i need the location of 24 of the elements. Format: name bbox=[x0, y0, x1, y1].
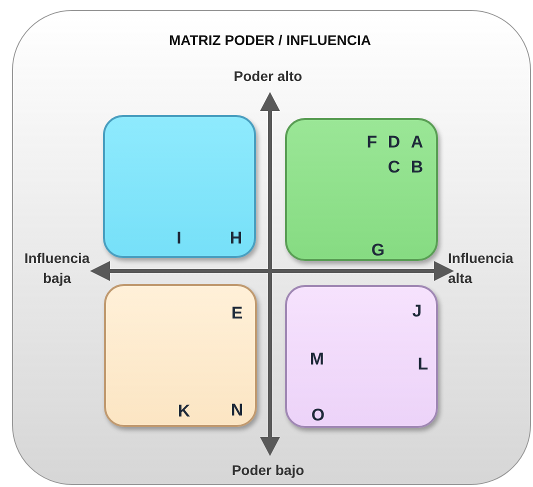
stakeholder-letter: J bbox=[412, 302, 422, 320]
stakeholder-letter: D bbox=[388, 134, 400, 150]
quadrant-box bbox=[104, 284, 257, 427]
stakeholder-letter: H bbox=[230, 230, 242, 246]
stakeholder-letter: F bbox=[366, 134, 378, 150]
axis-label: Influencia baja bbox=[23, 249, 91, 288]
stakeholder-letter: C bbox=[388, 158, 400, 176]
stakeholder-letter: N bbox=[230, 402, 244, 418]
stakeholder-letter: G bbox=[371, 242, 385, 258]
quadrant-box bbox=[285, 285, 438, 428]
quadrant-box bbox=[103, 115, 256, 258]
stakeholder-letter: L bbox=[418, 356, 428, 372]
title: MATRIZ PODER / INFLUENCIA bbox=[168, 31, 372, 50]
stakeholder-letter: A bbox=[410, 134, 424, 150]
stakeholder-letter: M bbox=[310, 350, 324, 368]
axis-label: Poder bajo bbox=[230, 461, 306, 480]
stakeholder-letter: I bbox=[176, 230, 182, 246]
stakeholder-letter: O bbox=[311, 406, 325, 424]
stakeholder-letter: B bbox=[410, 158, 424, 176]
stakeholder-letter: K bbox=[178, 402, 190, 420]
stakeholder-letter: E bbox=[231, 304, 243, 322]
quadrant-box bbox=[285, 118, 438, 261]
axis-label: Poder alto bbox=[232, 67, 304, 86]
axis-label: Influencia alta bbox=[448, 249, 514, 288]
